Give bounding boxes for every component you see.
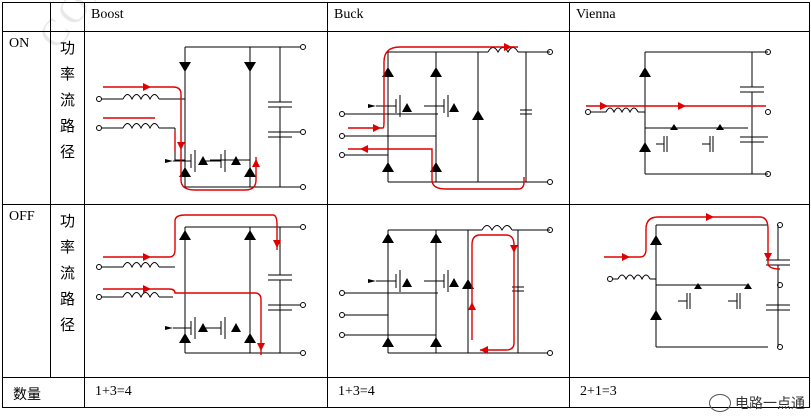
header-row: Boost Buck Vienna xyxy=(2,2,810,32)
brand-text: 电路一点通 xyxy=(735,395,805,411)
wechat-brand-watermark: 电路一点通 xyxy=(709,393,805,413)
count-row: 数量 1+3=4 1+3=4 2+1=3 xyxy=(2,377,810,408)
vienna-on-cell xyxy=(569,31,810,205)
topology-comparison-table: Boost Buck Vienna ON 功率流路径 xyxy=(2,2,810,408)
boost-on-cell xyxy=(84,31,328,205)
boost-off-diagram xyxy=(96,214,306,356)
row-label-on: ON xyxy=(2,31,51,205)
row-label-off: OFF xyxy=(2,204,51,378)
buck-on-diagram xyxy=(339,43,553,190)
vienna-off-cell xyxy=(569,204,810,378)
on-row: ON 功率流路径 xyxy=(2,31,810,205)
boost-off-cell xyxy=(84,204,328,378)
count-buck: 1+3=4 xyxy=(327,377,570,408)
count-vienna: 2+1=3 xyxy=(569,377,810,408)
vienna-off-diagram xyxy=(604,213,790,350)
count-boost: 1+3=4 xyxy=(84,377,328,408)
header-vienna: Vienna xyxy=(569,2,810,32)
count-label: 数量 xyxy=(2,377,85,408)
off-row-caption: 功率流路径 xyxy=(50,204,85,378)
buck-on-cell xyxy=(327,31,570,205)
vienna-on-diagram xyxy=(585,49,771,177)
off-row: OFF 功率流路径 xyxy=(2,204,810,378)
header-buck: Buck xyxy=(327,2,570,32)
buck-off-diagram xyxy=(339,225,553,356)
boost-on-diagram xyxy=(96,44,306,191)
wechat-icon xyxy=(709,394,731,412)
buck-off-cell xyxy=(327,204,570,378)
header-boost: Boost xyxy=(84,2,328,32)
on-row-caption: 功率流路径 xyxy=(50,31,85,205)
